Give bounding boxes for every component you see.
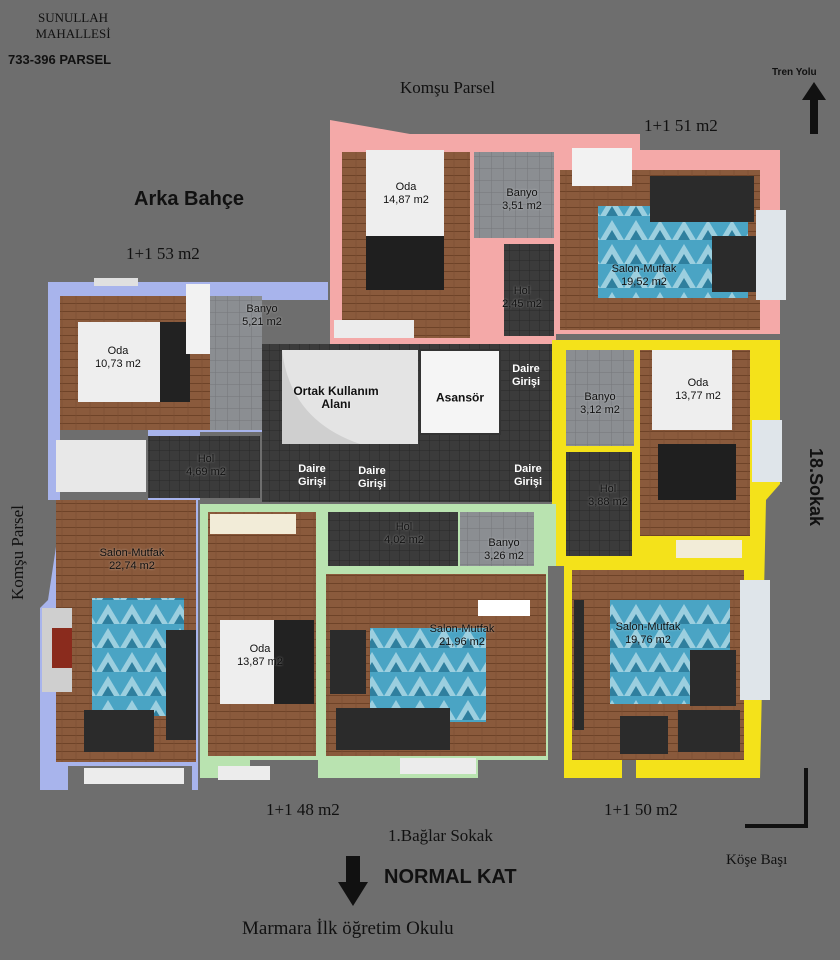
kose-basi-label: Köşe Başı <box>726 852 788 868</box>
unit-label-blue: 1+1 53 m2 <box>126 244 200 263</box>
north-arrow-icon <box>802 82 826 134</box>
normal-kat-label: NORMAL KAT <box>384 866 517 888</box>
unit-label-yellow: 1+1 50 m2 <box>604 800 678 819</box>
south-arrow-icon <box>338 856 368 906</box>
parcel-number: 733-396 PARSEL <box>8 52 112 67</box>
unit-blue <box>40 278 328 790</box>
unit-label-green: 1+1 48 m2 <box>266 800 340 819</box>
okul-label: Marmara İlk öğretim Okulu <box>242 918 454 939</box>
asansor-label: Asansör <box>435 390 485 405</box>
unit-label-pink: 1+1 51 m2 <box>644 116 718 135</box>
neighborhood-line1: SUNULLAH <box>37 10 109 25</box>
neighborhood-title: SUNULLAH MAHALLESİ <box>28 10 118 42</box>
unit-green <box>200 504 556 780</box>
komsu-parsel-top: Komşu Parsel <box>400 78 495 97</box>
unit-yellow <box>552 340 782 778</box>
common-area <box>262 344 558 502</box>
baglar-sokak-label: 1.Bağlar Sokak <box>388 826 493 845</box>
corner-marker-icon <box>745 768 808 828</box>
arka-bahce-label: Arka Bahçe <box>134 188 245 210</box>
unit-pink <box>330 120 786 344</box>
tren-yolu-label: Tren Yolu <box>772 67 817 78</box>
neighborhood-line2: MAHALLESİ <box>35 26 111 41</box>
